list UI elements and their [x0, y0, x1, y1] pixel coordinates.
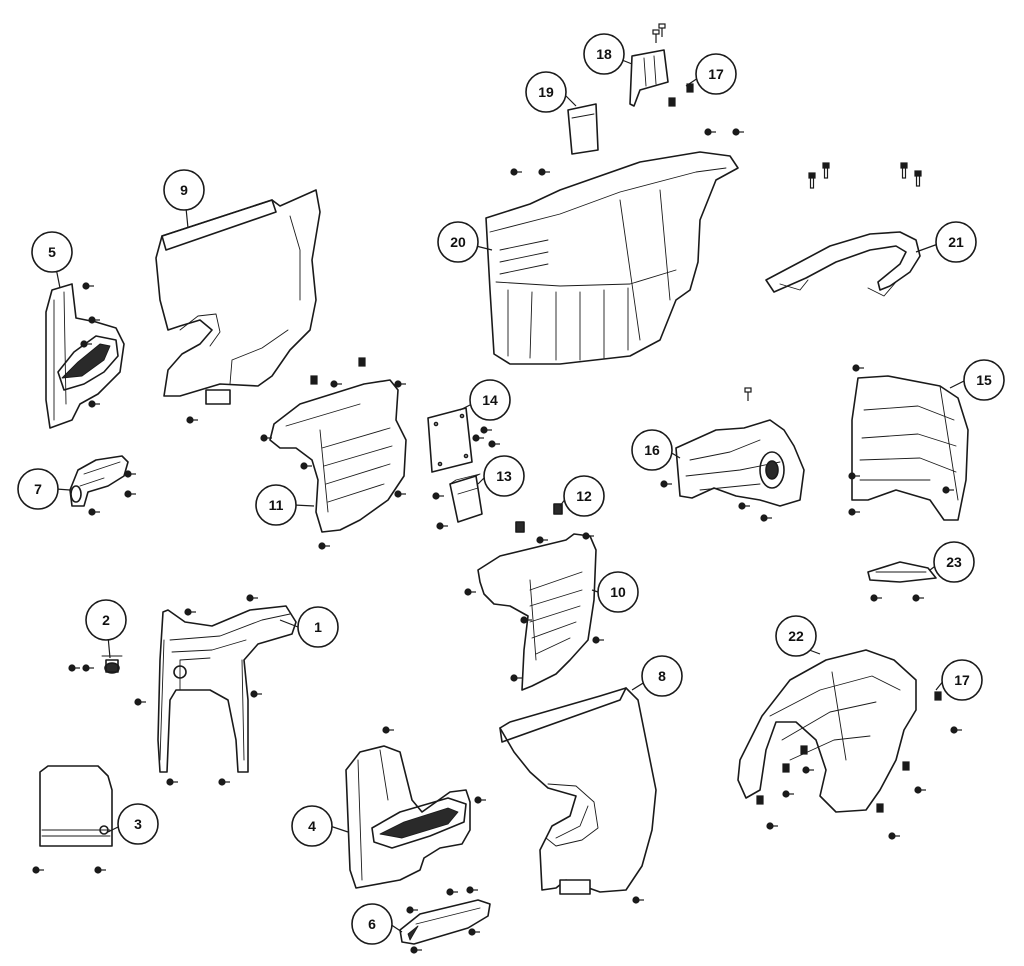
svg-text:20: 20 [450, 234, 466, 250]
svg-text:10: 10 [610, 584, 626, 600]
part-9-upper-trim-panel [155, 189, 321, 405]
callout-8: 8 [641, 655, 683, 697]
callout-2: 2 [85, 599, 127, 641]
callout-9: 9 [163, 169, 205, 211]
callout-5: 5 [31, 231, 73, 273]
svg-text:11: 11 [269, 497, 284, 513]
callout-17-upper: 17 [695, 53, 737, 95]
part-1-fascia-trim [157, 605, 297, 773]
callout-20: 20 [437, 221, 479, 263]
part-2-grommet [101, 655, 123, 674]
svg-text:4: 4 [308, 818, 316, 834]
part-20-tub [485, 151, 739, 365]
callout-21: 21 [935, 221, 977, 263]
part-3-access-cover [39, 765, 113, 847]
part-16-motor-assembly [675, 419, 805, 507]
callout-17-lower: 17 [941, 659, 983, 701]
svg-text:23: 23 [946, 554, 962, 570]
callout-15: 15 [963, 359, 1005, 401]
callout-18: 18 [583, 33, 625, 75]
part-23-bracket [867, 561, 937, 583]
part-22-wheelhouse-liner [737, 649, 917, 813]
callout-13: 13 [483, 455, 525, 497]
callout-11: 11 [255, 484, 297, 526]
svg-text:13: 13 [496, 468, 512, 484]
part-19-cover [567, 103, 599, 155]
callout-6: 6 [351, 903, 393, 945]
part-13-module [449, 473, 483, 523]
part-12-clip [515, 503, 563, 533]
part-6-grab-handle [399, 899, 491, 945]
callout-16: 16 [631, 429, 673, 471]
svg-text:17: 17 [954, 672, 970, 688]
svg-text:16: 16 [644, 442, 660, 458]
svg-text:3: 3 [134, 816, 142, 832]
svg-text:21: 21 [948, 234, 964, 250]
svg-text:7: 7 [34, 481, 42, 497]
callout-19: 19 [525, 71, 567, 113]
part-11-vent-panel [269, 379, 407, 533]
svg-text:15: 15 [976, 372, 992, 388]
svg-text:9: 9 [180, 182, 188, 198]
svg-text:1: 1 [314, 619, 322, 635]
svg-text:19: 19 [538, 84, 554, 100]
part-4-side-trim-panel [345, 745, 471, 889]
svg-text:5: 5 [48, 244, 56, 260]
callout-14: 14 [469, 379, 511, 421]
part-15-liner [851, 375, 969, 521]
svg-text:6: 6 [368, 916, 376, 932]
svg-text:18: 18 [596, 46, 612, 62]
callout-4: 4 [291, 805, 333, 847]
callout-7: 7 [17, 468, 59, 510]
callout-3: 3 [117, 803, 159, 845]
part-5-rear-trim-piece [45, 283, 125, 429]
svg-text:14: 14 [482, 392, 498, 408]
part-18-bracket [629, 49, 669, 107]
callout-12: 12 [563, 475, 605, 517]
part-8-quarter-trim-panel [499, 687, 657, 895]
part-10-vent-panel [477, 533, 597, 691]
part-7-bracket [69, 455, 129, 507]
svg-text:8: 8 [658, 668, 666, 684]
svg-text:17: 17 [708, 66, 724, 82]
svg-text:22: 22 [788, 628, 804, 644]
part-21-hose [765, 231, 921, 297]
callout-23: 23 [933, 541, 975, 583]
svg-text:2: 2 [102, 612, 110, 628]
svg-text:12: 12 [576, 488, 592, 504]
callout-10: 10 [597, 571, 639, 613]
callout-22: 22 [775, 615, 817, 657]
part-14-plate [427, 407, 473, 473]
callout-1: 1 [297, 606, 339, 648]
